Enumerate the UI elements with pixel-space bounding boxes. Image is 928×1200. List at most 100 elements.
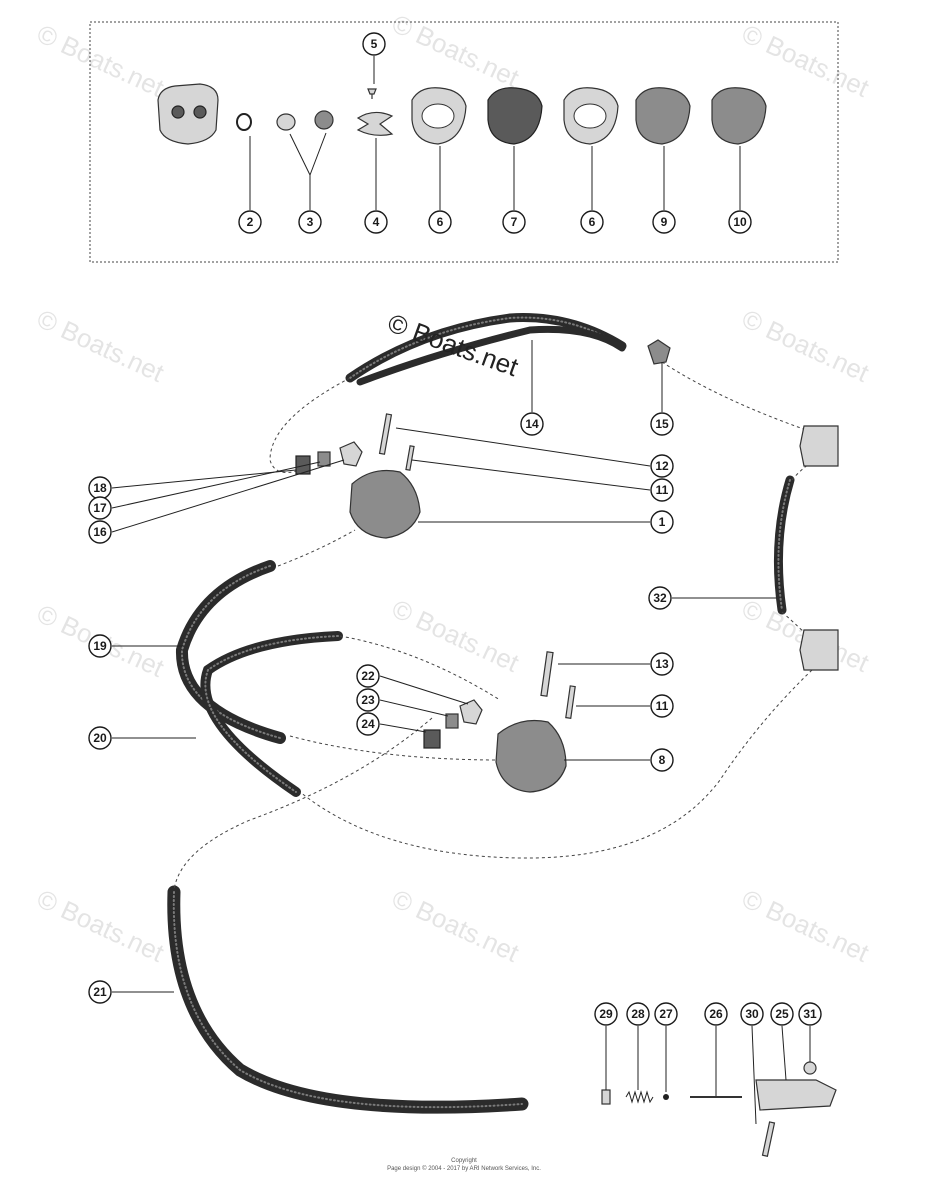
callout-5: 5 bbox=[362, 32, 386, 56]
svg-text:11: 11 bbox=[656, 483, 669, 497]
check-valve bbox=[276, 113, 296, 131]
watermark: © Boats.net bbox=[32, 303, 169, 388]
pump-port bbox=[193, 105, 207, 119]
fitting-18 bbox=[295, 455, 311, 475]
gasket-hole bbox=[421, 103, 455, 129]
o-ring bbox=[236, 113, 252, 131]
fitting-23 bbox=[445, 713, 459, 729]
hose-14-inner bbox=[356, 325, 626, 386]
screw-30 bbox=[761, 1121, 776, 1157]
svg-text:20: 20 bbox=[93, 731, 107, 745]
callout-19: 19 bbox=[88, 634, 112, 658]
callout-15: 15 bbox=[650, 412, 674, 436]
fitting-16 bbox=[339, 441, 363, 467]
svg-text:10: 10 bbox=[733, 215, 747, 229]
svg-text:32: 32 bbox=[653, 591, 667, 605]
callout-25: 25 bbox=[770, 1002, 794, 1026]
spring-28 bbox=[625, 1090, 654, 1104]
callout-23: 23 bbox=[356, 688, 380, 712]
nut-31 bbox=[803, 1061, 817, 1075]
filter-housing-upper bbox=[799, 425, 839, 467]
fittings bbox=[295, 339, 839, 1157]
svg-text:26: 26 bbox=[709, 1007, 723, 1021]
svg-text:19: 19 bbox=[93, 639, 107, 653]
callout-10: 10 bbox=[728, 210, 752, 234]
callout-7: 7 bbox=[502, 210, 526, 234]
watermark: © Boats.net bbox=[737, 883, 874, 968]
svg-text:28: 28 bbox=[631, 1007, 645, 1021]
diaphragm bbox=[487, 87, 543, 145]
pump-cover-8 bbox=[495, 719, 567, 793]
pump-cover-1 bbox=[349, 469, 421, 539]
svg-text:14: 14 bbox=[525, 417, 539, 431]
screw-11 bbox=[565, 685, 576, 719]
svg-text:4: 4 bbox=[373, 215, 380, 229]
svg-text:31: 31 bbox=[803, 1007, 817, 1021]
screw-13 bbox=[540, 651, 554, 697]
callout-14: 14 bbox=[520, 412, 544, 436]
svg-text:11: 11 bbox=[656, 699, 669, 713]
diaphragm bbox=[711, 87, 767, 145]
watermark: © Boats.net bbox=[387, 8, 524, 93]
svg-text:6: 6 bbox=[437, 215, 444, 229]
watermark: © Boats.net bbox=[32, 18, 169, 103]
ball-27 bbox=[663, 1094, 669, 1100]
plug-29 bbox=[601, 1089, 611, 1105]
retainer-screw bbox=[367, 88, 377, 99]
callout-6: 6 bbox=[580, 210, 604, 234]
diaphragm bbox=[635, 87, 691, 145]
kit-leaders bbox=[249, 56, 741, 210]
callout-30: 30 bbox=[740, 1002, 764, 1026]
svg-text:5: 5 bbox=[371, 37, 378, 51]
watermark: © Boats.net bbox=[737, 18, 874, 103]
kit-parts bbox=[157, 83, 767, 145]
svg-text:25: 25 bbox=[775, 1007, 789, 1021]
callout-21: 21 bbox=[88, 980, 112, 1004]
callout-2: 2 bbox=[238, 210, 262, 234]
svg-text:24: 24 bbox=[361, 717, 375, 731]
callout-31: 31 bbox=[798, 1002, 822, 1026]
callout-26: 26 bbox=[704, 1002, 728, 1026]
fitting-22 bbox=[459, 699, 483, 725]
svg-text:21: 21 bbox=[93, 985, 107, 999]
svg-text:3: 3 bbox=[307, 215, 314, 229]
svg-text:29: 29 bbox=[599, 1007, 613, 1021]
svg-text:6: 6 bbox=[589, 215, 596, 229]
hose-21 bbox=[167, 885, 529, 1114]
fitting-15 bbox=[647, 339, 671, 365]
callout-20: 20 bbox=[88, 726, 112, 750]
callout-4: 4 bbox=[364, 210, 388, 234]
filter-housing-lower bbox=[799, 629, 839, 671]
svg-text:17: 17 bbox=[93, 501, 107, 515]
valve-retainer bbox=[356, 111, 394, 136]
svg-text:27: 27 bbox=[659, 1007, 673, 1021]
svg-text:2: 2 bbox=[247, 215, 254, 229]
svg-text:1: 1 bbox=[659, 515, 666, 529]
callout-8: 8 bbox=[650, 748, 674, 772]
callout-28: 28 bbox=[626, 1002, 650, 1026]
callout-29: 29 bbox=[594, 1002, 618, 1026]
watermarks: © Boats.net © Boats.net © Boats.net © Bo… bbox=[32, 8, 874, 968]
check-valve bbox=[314, 110, 334, 130]
callout-18: 18 bbox=[88, 476, 112, 500]
svg-text:15: 15 bbox=[655, 417, 669, 431]
svg-text:22: 22 bbox=[361, 669, 375, 683]
callout-27: 27 bbox=[654, 1002, 678, 1026]
svg-text:12: 12 bbox=[655, 459, 669, 473]
pump-port bbox=[171, 105, 185, 119]
callout-13: 13 bbox=[650, 652, 674, 676]
callout-11: 11 bbox=[650, 478, 674, 502]
footer-line-2: Page design © 2004 - 2017 by ARI Network… bbox=[387, 1165, 541, 1172]
svg-text:23: 23 bbox=[361, 693, 375, 707]
watermark: © Boats.net bbox=[387, 883, 524, 968]
fuel-block-25 bbox=[755, 1079, 837, 1111]
callout-16: 16 bbox=[88, 520, 112, 544]
watermark: © Boats.net bbox=[387, 593, 524, 678]
callout-22: 22 bbox=[356, 664, 380, 688]
watermark: © Boats.net bbox=[32, 883, 169, 968]
svg-text:16: 16 bbox=[93, 525, 107, 539]
svg-text:7: 7 bbox=[511, 215, 518, 229]
svg-text:18: 18 bbox=[93, 481, 107, 495]
callout-32: 32 bbox=[648, 586, 672, 610]
callout-3: 3 bbox=[298, 210, 322, 234]
